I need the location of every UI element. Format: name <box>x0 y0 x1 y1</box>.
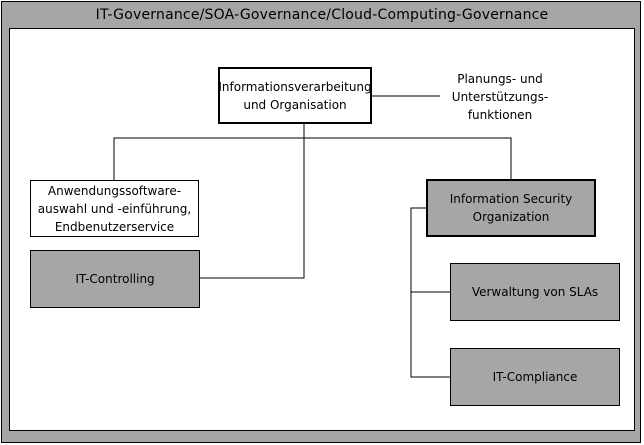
node-verwaltung-slas-label: Verwaltung von SLAs <box>471 285 599 299</box>
node-informationsverarbeitung: Informationsverarbeitung und Organisatio… <box>218 67 372 124</box>
node-anwendungssoftware: Anwendungssoftware- auswahl und -einführ… <box>30 180 199 237</box>
connector-horizontal-bus <box>113 137 512 180</box>
node-anwendungssoftware-label: Anwendungssoftware- auswahl und -einführ… <box>37 183 192 234</box>
node-it-compliance-label: IT-Compliance <box>492 370 578 384</box>
node-informationsverarbeitung-label: Informationsverarbeitung und Organisatio… <box>218 79 372 112</box>
node-information-security-label: Information Security Organization <box>449 192 573 224</box>
node-it-compliance: IT-Compliance <box>450 348 620 406</box>
node-it-controlling-label: IT-Controlling <box>75 272 155 286</box>
diagram-title: IT-Governance/SOA-Governance/Cloud-Compu… <box>95 7 549 23</box>
node-it-controlling: IT-Controlling <box>30 250 200 308</box>
node-verwaltung-slas: Verwaltung von SLAs <box>450 263 620 321</box>
node-planungs-funktionen: Planungs- und Unterstützungs- funktionen <box>451 72 549 122</box>
connector-trunk-it-controlling <box>200 123 305 279</box>
node-information-security: Information Security Organization <box>426 179 596 237</box>
